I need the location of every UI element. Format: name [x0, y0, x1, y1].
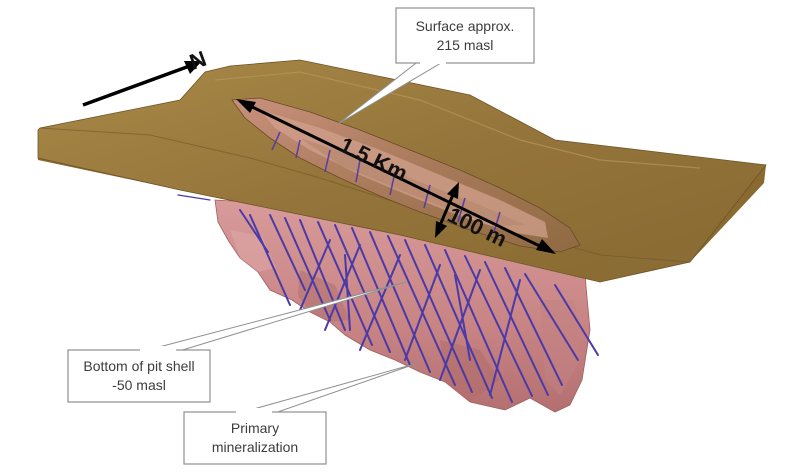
- length-arrowhead-end: [536, 239, 556, 254]
- drillholes: [177, 194, 599, 403]
- length-arrow-line: [243, 101, 549, 252]
- callout-pit-bottom-line1: Bottom of pit shell: [83, 358, 194, 374]
- callout-surface-line1: Surface approx.: [416, 18, 515, 34]
- orebody-shade-4: [230, 230, 276, 272]
- open-pit: [231, 97, 581, 253]
- callout-pit-bottom: Bottom of pit shell -50 masl: [67, 281, 407, 403]
- callout-mineralization: Primary mineralization: [183, 362, 419, 465]
- callout-surface-line2: 215 masl: [437, 37, 494, 53]
- pit-floor: [300, 138, 525, 226]
- callout-pit-bottom-box: [67, 349, 211, 403]
- orebody-shade-3: [540, 300, 580, 395]
- north-arrowhead: [184, 61, 202, 74]
- depth-arrowhead-top: [447, 182, 459, 199]
- callout-mineralization-line2: mineralization: [212, 439, 298, 455]
- callout-surface-box: [395, 7, 535, 64]
- callout-pit-bottom-line2: -50 masl: [112, 377, 166, 393]
- surface-ridge: [39, 127, 691, 263]
- callout-surface: Surface approx. 215 masl: [337, 7, 535, 125]
- north-arrow-line: [82, 62, 196, 107]
- surface-highlight: [214, 71, 701, 169]
- callout-mineralization-pointer: [235, 362, 419, 415]
- length-arrowhead-start: [236, 99, 256, 113]
- pit-drill-collars: [271, 131, 501, 233]
- depth-arrowhead-bottom: [435, 221, 447, 238]
- callout-mineralization-line1: Primary: [231, 420, 279, 436]
- callout-mineralization-box: [183, 411, 327, 465]
